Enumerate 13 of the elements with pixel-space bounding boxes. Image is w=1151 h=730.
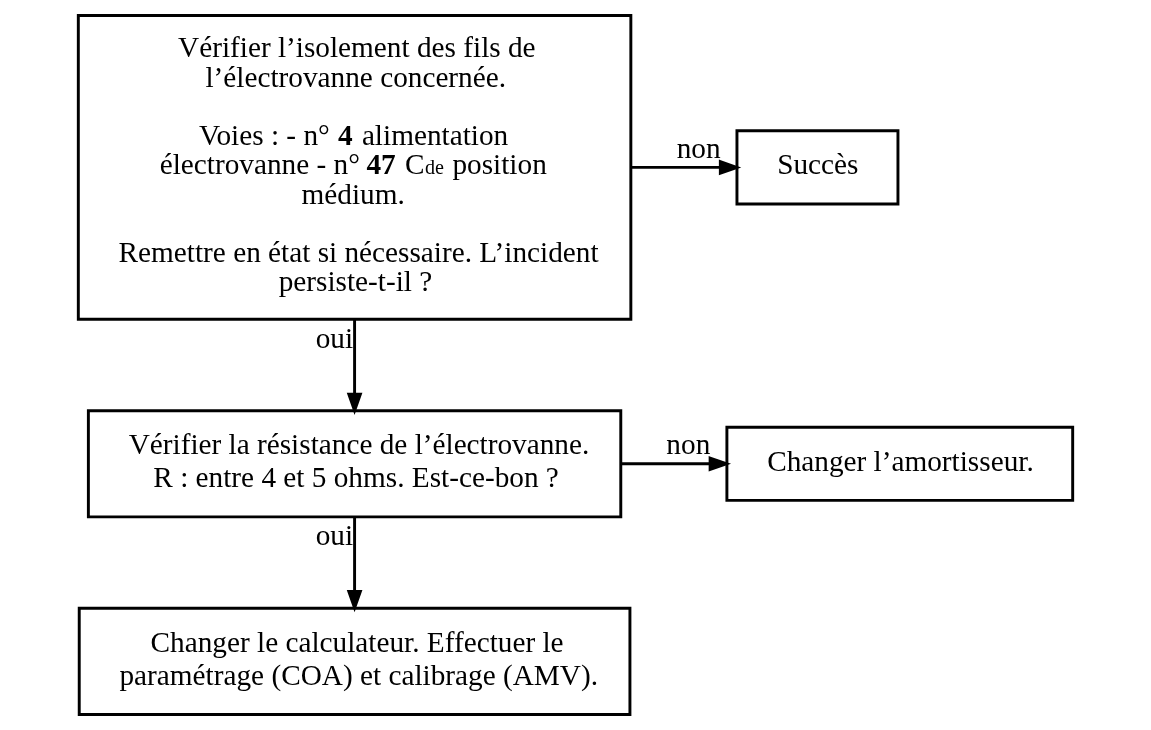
arrow <box>620 455 731 472</box>
arrow <box>346 319 363 416</box>
edge-label: oui <box>315 518 354 551</box>
edge-label: non <box>676 131 721 164</box>
arrow <box>346 517 363 613</box>
node-box: Vérifier la résistance de l’électrovanne. R : entre 4 et 5 ohms. Est-ce-bon ? <box>86 409 623 519</box>
node-box: Changer le calculateur. Effectuer le paramétrage (COA) et calibrage (AMV). <box>77 606 632 716</box>
arrow <box>631 159 742 176</box>
node-box: Succès <box>735 129 900 206</box>
node-box: Changer l’amortisseur. <box>725 425 1075 502</box>
edge-label: oui <box>315 321 354 354</box>
edge-label: non <box>666 428 711 461</box>
node-box: Vérifier l’isolement des fils de l’électrovanne concernée. Voies : - n° 4 alimentation électrovanne - n° 47 Cde position médium. Remettre en état si nécessaire. L’incident persiste-t-il ? <box>76 14 633 321</box>
